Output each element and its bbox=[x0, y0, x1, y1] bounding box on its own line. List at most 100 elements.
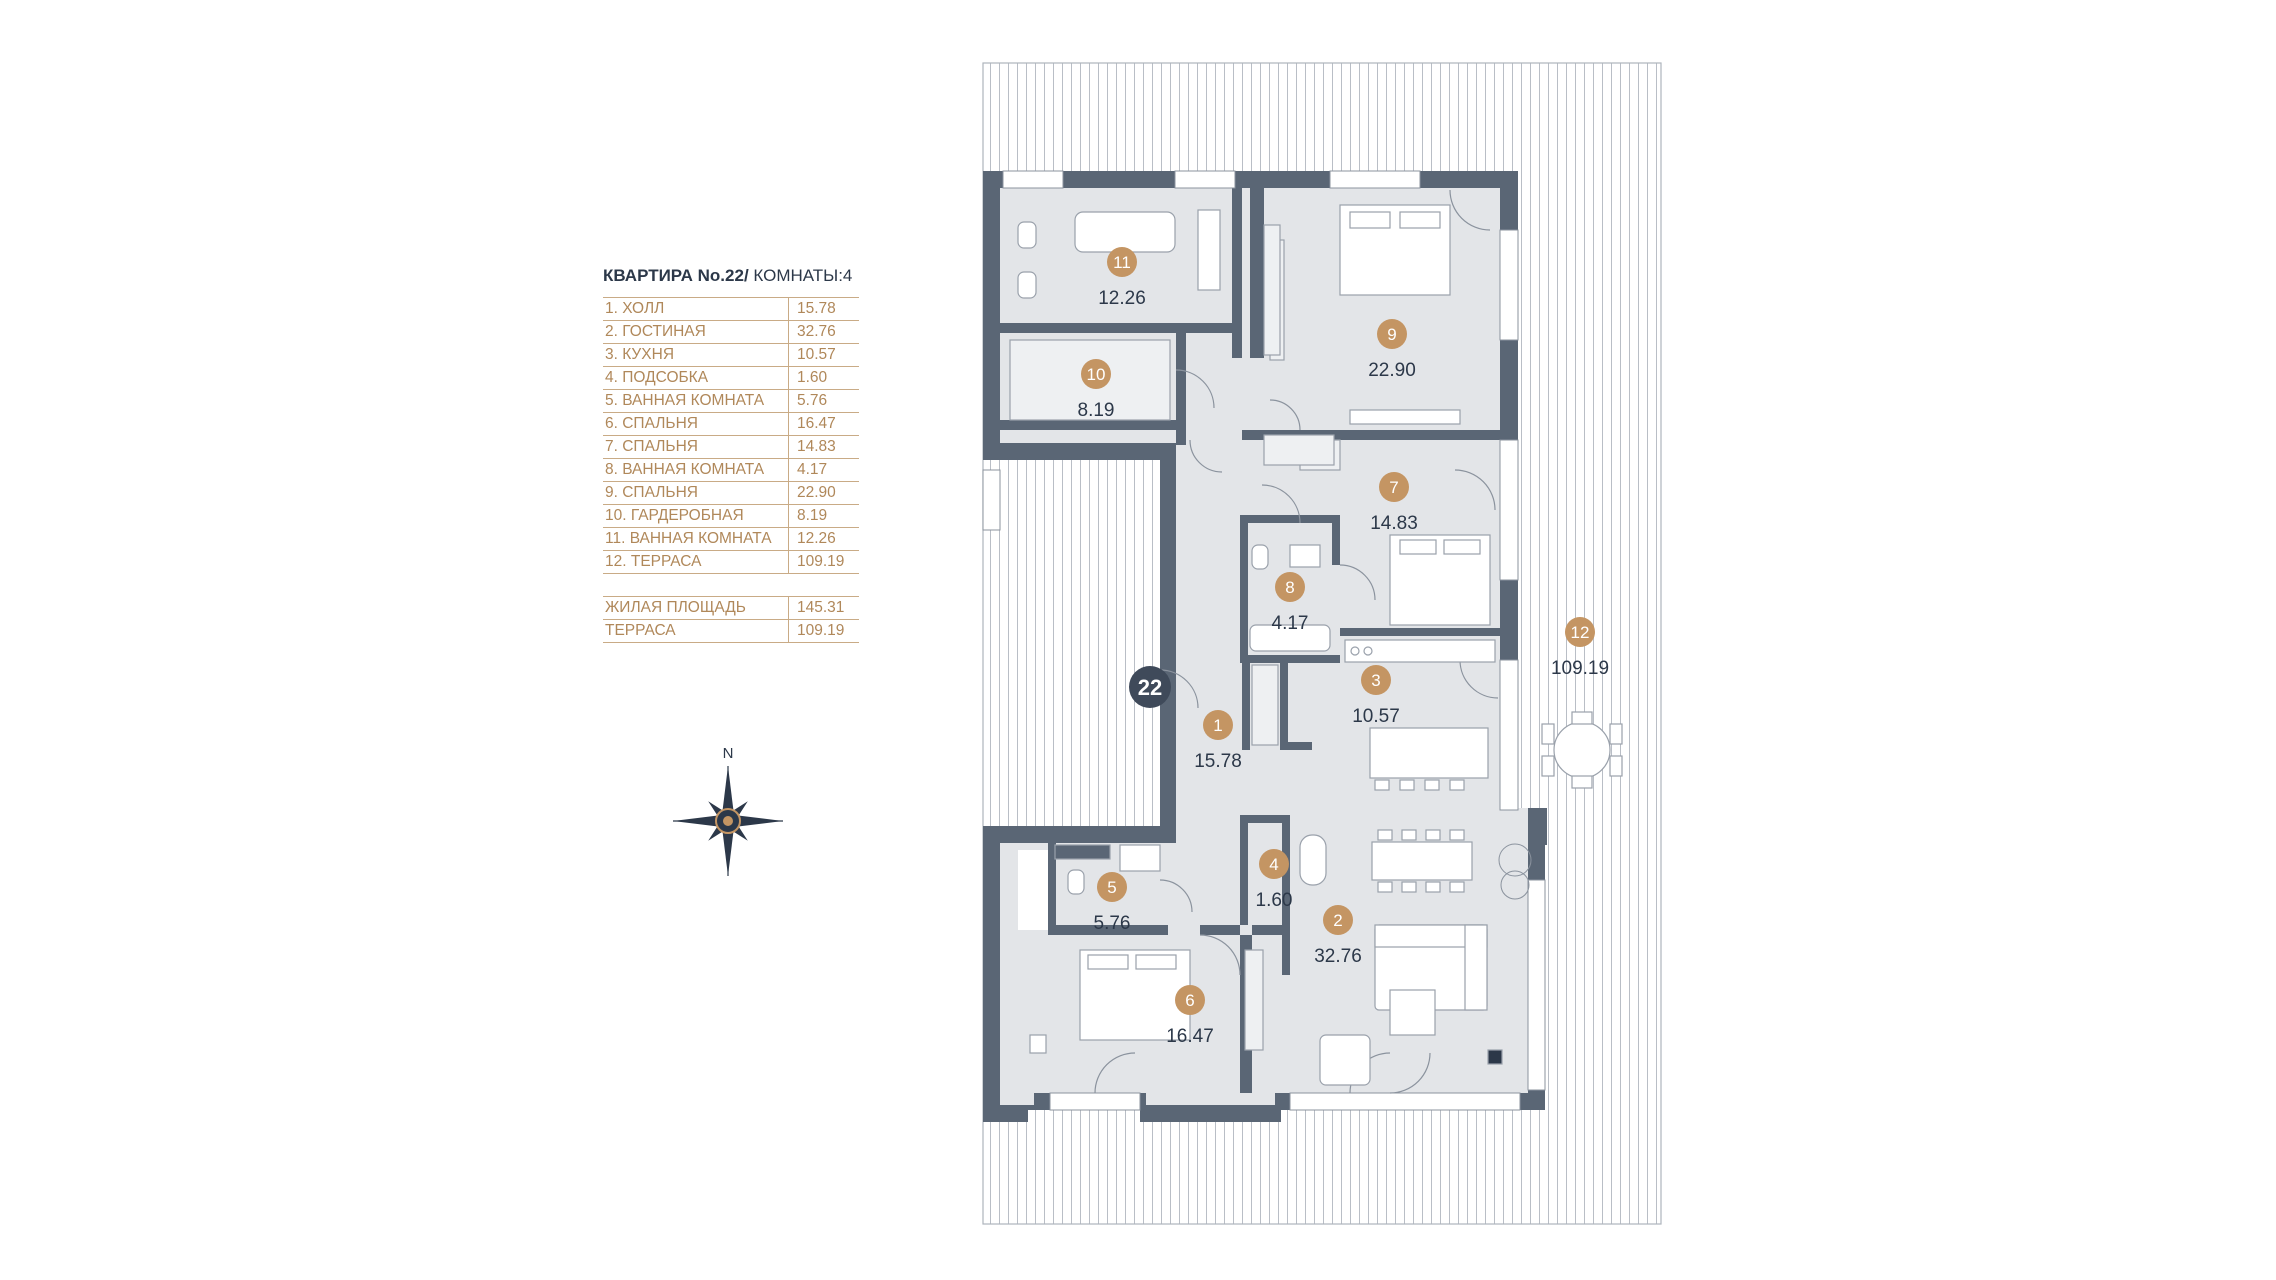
room-badge-circle bbox=[1565, 617, 1595, 647]
room-number: 1 bbox=[1213, 716, 1222, 735]
room-area-value: 1.60 bbox=[788, 366, 859, 390]
total-value: 145.31 bbox=[788, 596, 859, 620]
room-number: 6 bbox=[1185, 991, 1194, 1010]
room-number: 8 bbox=[1285, 578, 1294, 597]
total-label: ТЕРРАСА bbox=[603, 619, 789, 643]
room-label: 1. ХОЛЛ bbox=[603, 297, 789, 321]
total-label: ЖИЛАЯ ПЛОЩАДЬ bbox=[603, 596, 789, 620]
room-area: 5.76 bbox=[1094, 913, 1131, 934]
room-badge: 8 4.17 bbox=[1272, 572, 1309, 634]
apartment-number-badge: 22 bbox=[1129, 666, 1171, 708]
room-badge-circle bbox=[1323, 905, 1353, 935]
room-area: 16.47 bbox=[1166, 1026, 1214, 1047]
room-number: 9 bbox=[1387, 325, 1396, 344]
room-area-value: 10.57 bbox=[788, 343, 859, 367]
compass-north-label: N bbox=[723, 745, 734, 762]
room-badge-circle bbox=[1081, 359, 1111, 389]
room-badge: 1 15.78 bbox=[1194, 710, 1242, 772]
room-area: 32.76 bbox=[1314, 946, 1362, 967]
room-area: 8.19 bbox=[1078, 400, 1115, 421]
room-badge: 6 16.47 bbox=[1166, 985, 1214, 1047]
room-area-value: 14.83 bbox=[788, 435, 859, 459]
room-label: 12. ТЕРРАСА bbox=[603, 550, 789, 574]
room-number: 7 bbox=[1389, 478, 1398, 497]
room-area-value: 32.76 bbox=[788, 320, 859, 344]
room-area-value: 8.19 bbox=[788, 504, 859, 528]
room-badge-circle bbox=[1275, 572, 1305, 602]
room-badge-circle bbox=[1203, 710, 1233, 740]
room-number: 4 bbox=[1269, 855, 1278, 874]
room-area-value: 12.26 bbox=[788, 527, 859, 551]
apartment-title: КВАРТИРА No.22/ КОМНАТЫ:4 bbox=[603, 266, 859, 286]
apartment-badge-circle bbox=[1129, 666, 1171, 708]
room-badge-circle bbox=[1259, 849, 1289, 879]
room-label: 4. ПОДСОБКА bbox=[603, 366, 789, 390]
room-label: 2. ГОСТИНАЯ bbox=[603, 320, 789, 344]
room-labels: 1 15.78 2 32.76 3 10.57 4 1.60 5 5.76 6 … bbox=[1078, 247, 1609, 1047]
room-area: 10.57 bbox=[1352, 706, 1400, 727]
room-badge: 4 1.60 bbox=[1256, 849, 1293, 911]
room-area-value: 15.78 bbox=[788, 297, 859, 321]
room-label: 11. ВАННАЯ КОМНАТА bbox=[603, 527, 789, 551]
room-badge: 12 109.19 bbox=[1551, 617, 1609, 679]
room-number: 12 bbox=[1571, 623, 1590, 642]
room-badge-circle bbox=[1097, 872, 1127, 902]
apartment-title-bold: КВАРТИРА No.22/ bbox=[603, 266, 749, 285]
room-badge-circle bbox=[1107, 247, 1137, 277]
room-label: 6. СПАЛЬНЯ bbox=[603, 412, 789, 436]
room-number: 5 bbox=[1107, 878, 1116, 897]
room-number: 2 bbox=[1333, 911, 1342, 930]
room-label: 10. ГАРДЕРОБНАЯ bbox=[603, 504, 789, 528]
room-badge: 11 12.26 bbox=[1098, 247, 1146, 309]
room-badge-circle bbox=[1377, 319, 1407, 349]
room-label: 5. ВАННАЯ КОМНАТА bbox=[603, 389, 789, 413]
room-label: 9. СПАЛЬНЯ bbox=[603, 481, 789, 505]
room-area: 14.83 bbox=[1370, 513, 1418, 534]
room-badge-circle bbox=[1379, 472, 1409, 502]
room-area: 12.26 bbox=[1098, 288, 1146, 309]
room-badge: 2 32.76 bbox=[1314, 905, 1362, 967]
furniture bbox=[1009, 204, 1623, 1086]
plant-icon bbox=[1498, 843, 1532, 900]
room-area-value: 4.17 bbox=[788, 458, 859, 482]
room-badge: 7 14.83 bbox=[1370, 472, 1418, 534]
room-area-value: 16.47 bbox=[788, 412, 859, 436]
storage-niche bbox=[1018, 850, 1048, 930]
windows bbox=[982, 170, 1546, 1111]
room-label: 3. КУХНЯ bbox=[603, 343, 789, 367]
room-number: 10 bbox=[1087, 365, 1106, 384]
apartment-title-rooms: КОМНАТЫ:4 bbox=[748, 266, 853, 285]
room-badge: 3 10.57 bbox=[1352, 665, 1400, 727]
room-area: 4.17 bbox=[1272, 613, 1309, 634]
room-area-value: 22.90 bbox=[788, 481, 859, 505]
room-area: 1.60 bbox=[1256, 890, 1293, 911]
room-label: 8. ВАННАЯ КОМНАТА bbox=[603, 458, 789, 482]
room-badge-circle bbox=[1361, 665, 1391, 695]
room-badge: 5 5.76 bbox=[1094, 872, 1131, 934]
total-value: 109.19 bbox=[788, 619, 859, 643]
room-badge: 9 22.90 bbox=[1368, 319, 1416, 381]
room-badge-circle bbox=[1175, 985, 1205, 1015]
room-badge: 10 8.19 bbox=[1078, 359, 1115, 421]
compass-rose-icon: N bbox=[673, 745, 783, 876]
room-area-value: 5.76 bbox=[788, 389, 859, 413]
room-number: 3 bbox=[1371, 671, 1380, 690]
